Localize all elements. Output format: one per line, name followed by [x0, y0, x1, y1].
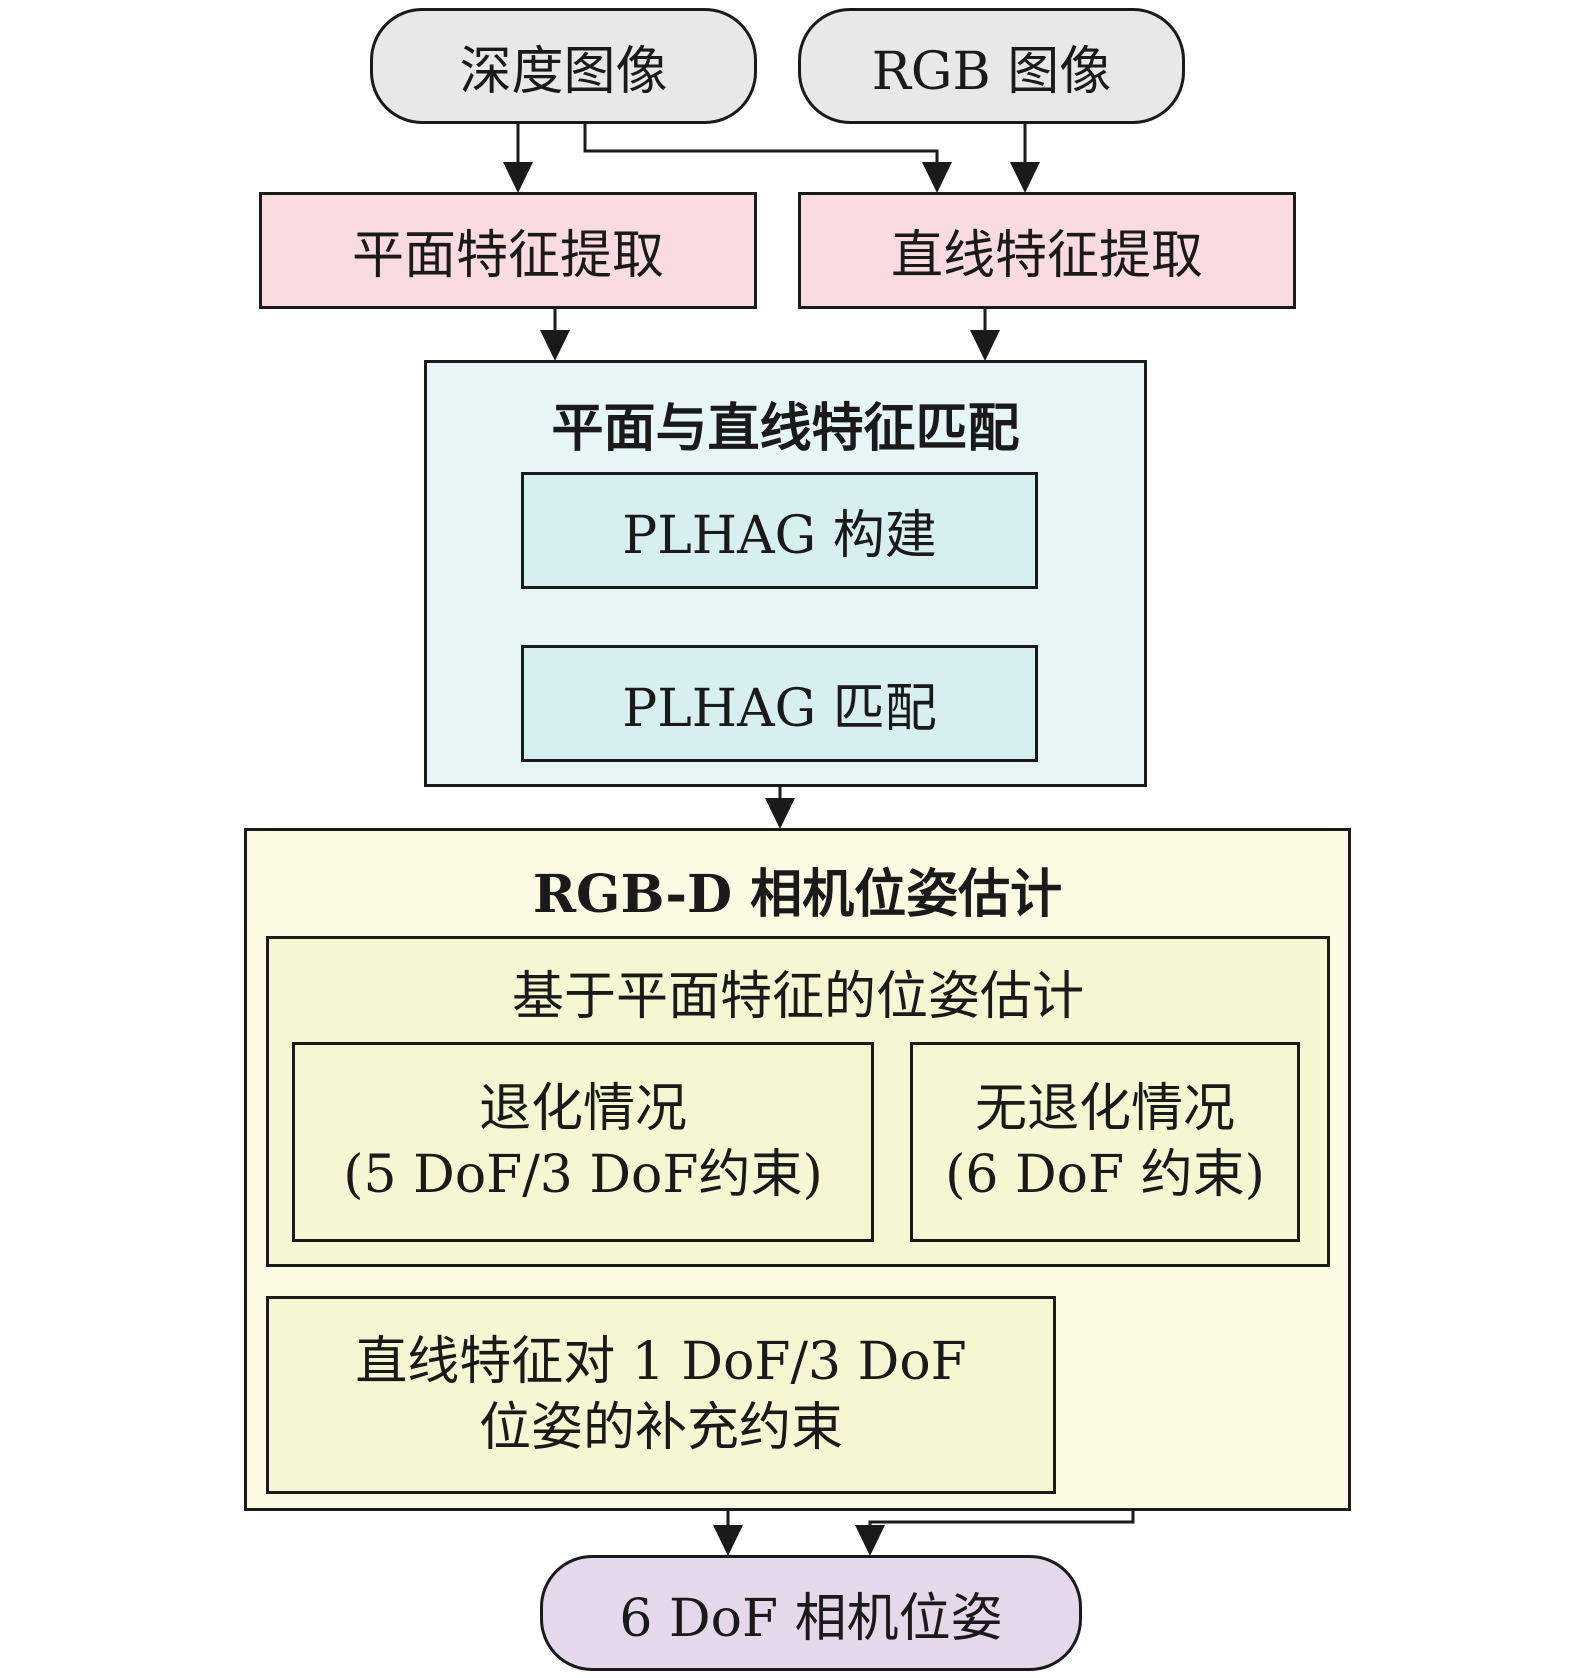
line-extraction-label: 直线特征提取	[890, 226, 1203, 286]
plhag-build-node	[521, 472, 1038, 589]
plhag-match-label: PLHAG 匹配	[622, 679, 937, 739]
rgb-image-label: RGB 图像	[871, 41, 1112, 102]
plhag-build-label: PLHAG 构建	[622, 506, 937, 566]
nondegenerate-label: 无退化情况 (6 DoF 约束)	[910, 1042, 1300, 1242]
rgb-image-node	[798, 8, 1185, 124]
arrowhead	[713, 1525, 743, 1556]
nondegenerate-constraint: (6 DoF 约束)	[945, 1145, 1265, 1205]
line-supplement-line1: 直线特征对 1 DoF/3 DoF	[355, 1332, 967, 1392]
line-supplement-label: 直线特征对 1 DoF/3 DoF 位姿的补充约束	[266, 1296, 1056, 1494]
arrowhead	[765, 798, 795, 829]
degenerate-constraint: (5 DoF/3 DoF约束)	[343, 1145, 823, 1205]
line-supplement-line2: 位姿的补充约束	[478, 1398, 843, 1458]
output-node	[540, 1555, 1082, 1671]
depth-image-label: 深度图像	[459, 41, 668, 102]
plane-pose-group-title: 基于平面特征的位姿估计	[511, 966, 1084, 1027]
arrowhead	[970, 330, 1000, 361]
degenerate-node	[292, 1042, 874, 1242]
arrow-depth-to-line	[583, 124, 939, 190]
degenerate-title: 退化情况	[478, 1079, 687, 1139]
line-supplement-node	[266, 1296, 1056, 1494]
nondegenerate-node	[910, 1042, 1300, 1242]
pose-group-title: RGB-D 相机位姿估计	[532, 863, 1063, 925]
arrowhead	[855, 1525, 885, 1556]
arrowhead	[503, 162, 533, 193]
degenerate-label: 退化情况 (5 DoF/3 DoF约束)	[292, 1042, 874, 1242]
arrowhead	[540, 330, 570, 361]
plane-extraction-node	[259, 192, 757, 309]
line-extraction-node	[798, 192, 1296, 309]
plane-extraction-label: 平面特征提取	[351, 226, 664, 286]
output-label: 6 DoF 相机位姿	[619, 1588, 1003, 1649]
plhag-match-node	[521, 645, 1038, 762]
arrowhead	[1010, 162, 1040, 193]
depth-image-node	[370, 8, 757, 124]
matching-group-title: 平面与直线特征匹配	[551, 397, 1020, 459]
nondegenerate-title: 无退化情况	[974, 1079, 1235, 1139]
arrowhead	[922, 162, 952, 193]
